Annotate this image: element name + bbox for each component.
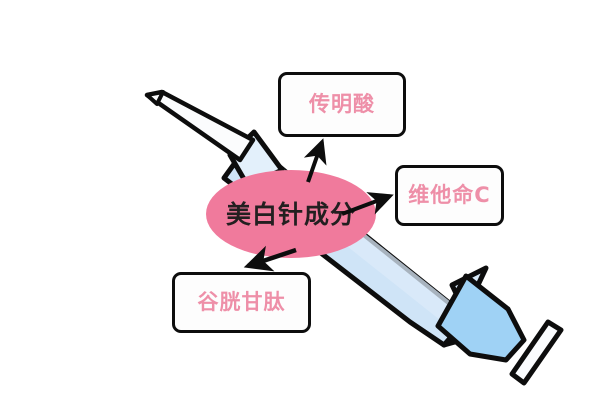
- center-bubble-label: 美白针成分: [225, 199, 356, 229]
- arrow-to-vitaminc: [341, 192, 394, 216]
- syringe-plunger: [435, 273, 527, 363]
- callout-tranexamic-label: 传明酸: [309, 92, 375, 116]
- callout-vitaminc-label: 维他命C: [408, 183, 491, 207]
- arrow-to-tranexamic: [303, 138, 327, 183]
- arrow-to-glutathione: [243, 245, 297, 272]
- callout-glutathione: 谷胱甘肽: [172, 272, 311, 333]
- callout-vitaminc: 维他命C: [395, 165, 504, 226]
- syringe-needle-tip: [145, 90, 165, 106]
- callout-glutathione-label: 谷胱甘肽: [197, 290, 286, 314]
- callout-tranexamic: 传明酸: [278, 72, 406, 137]
- syringe-thumb-rest: [509, 319, 564, 386]
